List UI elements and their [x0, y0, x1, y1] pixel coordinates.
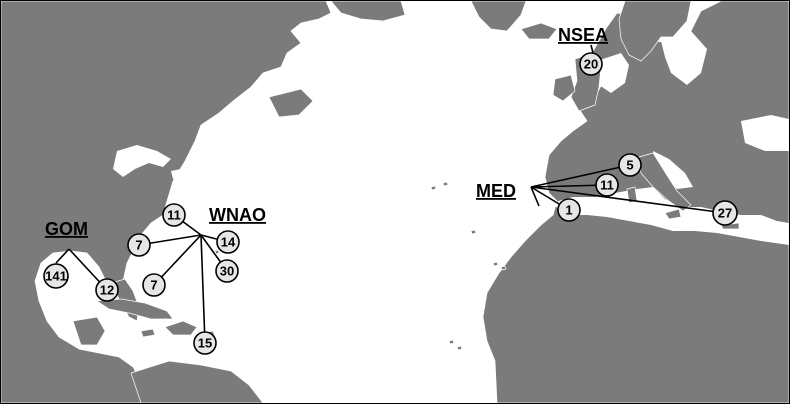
madeira: [470, 229, 477, 235]
black-sea: [741, 115, 789, 151]
jamaica: [140, 328, 156, 338]
site-marker-wnao-11: 11: [162, 203, 186, 227]
yucatan: [72, 316, 106, 346]
great-lakes: [113, 145, 171, 177]
site-marker-med-1: 1: [557, 198, 581, 222]
gulf-st-lawrence: [233, 105, 273, 127]
site-marker-wnao-15: 15: [193, 331, 217, 355]
site-marker-gom-141: 141: [43, 263, 69, 289]
cuba: [96, 298, 174, 320]
newfoundland: [268, 88, 314, 118]
site-count-label: 27: [718, 206, 732, 221]
site-count-label: 7: [135, 238, 142, 253]
site-marker-med-27: 27: [712, 200, 738, 226]
site-count-label: 1: [565, 203, 572, 218]
site-count-label: 14: [221, 235, 236, 250]
region-label-med: MED: [476, 181, 516, 201]
greenland: [470, 1, 527, 32]
site-count-label: 11: [600, 178, 614, 193]
site-count-label: 5: [626, 158, 633, 173]
site-marker-wnao-7-north: 7: [127, 233, 151, 257]
canary-islands: [492, 261, 507, 271]
sicily: [664, 208, 682, 220]
site-count-label: 30: [220, 264, 234, 279]
region-label-wnao: WNAO: [209, 205, 266, 225]
nsea-connections: [590, 44, 594, 54]
site-marker-nsea-20: 20: [579, 52, 603, 76]
site-marker-wnao-30: 30: [215, 259, 239, 283]
cape-verde: [448, 339, 463, 351]
adriatic-sea: [653, 151, 693, 189]
site-count-label: 12: [100, 283, 114, 298]
site-marker-gom-12: 12: [95, 278, 119, 302]
site-count-label: 15: [198, 336, 212, 351]
site-marker-wnao-14: 14: [216, 230, 240, 254]
region-label-gom: GOM: [45, 219, 88, 239]
site-marker-med-5: 5: [618, 153, 642, 177]
site-count-label: 7: [150, 278, 157, 293]
scandinavia: [618, 1, 692, 62]
hispaniola: [164, 320, 198, 336]
site-marker-med-11: 11: [595, 173, 619, 197]
ireland: [552, 74, 576, 102]
north-sea: [597, 53, 629, 93]
lake-ontario: [171, 167, 197, 179]
baltic-sea: [661, 31, 707, 85]
bermuda: [214, 249, 220, 255]
iceland: [520, 22, 558, 40]
site-marker-wnao-7-south: 7: [142, 273, 166, 297]
baffin-island: [330, 1, 406, 22]
south-america: [130, 360, 264, 403]
region-label-nsea: NSEA: [558, 25, 608, 45]
site-count-label: 11: [167, 208, 181, 223]
site-count-label: 20: [584, 57, 598, 72]
site-count-label: 141: [45, 269, 67, 284]
azores: [430, 181, 449, 191]
